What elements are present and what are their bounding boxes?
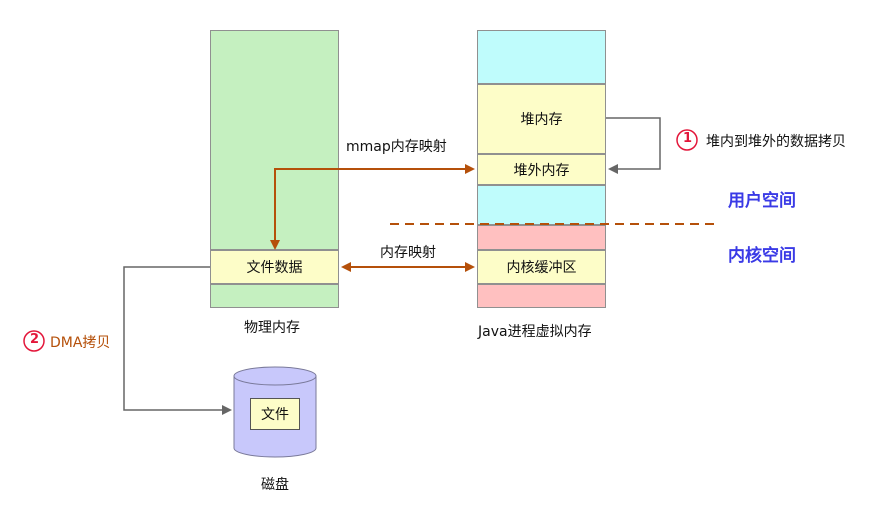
user-space-label: 用户空间	[728, 191, 796, 211]
disk-caption: 磁盘	[261, 477, 289, 493]
physical-memory-upper	[210, 30, 339, 250]
offheap-memory-label: 堆外内存	[513, 162, 570, 179]
step-1-number: 1	[683, 131, 693, 146]
kernel-buffer-label: 内核缓冲区	[506, 260, 577, 276]
step-2-number: 2	[30, 332, 40, 347]
memory-map-label: 内存映射	[380, 245, 436, 261]
heap-copy-arrow	[606, 117, 661, 174]
mmap-label: mmap内存映射	[346, 139, 447, 155]
step-1-text: 堆内到堆外的数据拷贝	[706, 134, 846, 150]
jvm-user-gap-segment	[477, 185, 606, 225]
jvm-top-segment	[477, 30, 606, 84]
file-data-block: 文件数据	[210, 250, 339, 284]
kernel-space-label: 内核空间	[728, 246, 796, 266]
file-data-label: 文件数据	[246, 260, 303, 276]
kernel-buffer-block: 内核缓冲区	[477, 250, 606, 284]
physical-memory-caption: 物理内存	[244, 320, 300, 336]
jvm-memory-caption: Java进程虚拟内存	[478, 324, 592, 340]
jvm-kernel-top-segment	[477, 225, 606, 250]
heap-memory-label: 堆内存	[520, 112, 563, 128]
physical-memory-lower	[210, 284, 339, 308]
jvm-kernel-bottom-segment	[477, 284, 606, 308]
offheap-memory-block: 堆外内存	[477, 154, 606, 185]
disk-file-block: 文件	[250, 398, 300, 430]
disk-file-label: 文件	[261, 407, 289, 423]
step-2-text: DMA拷贝	[50, 335, 111, 351]
heap-memory-block: 堆内存	[477, 84, 606, 154]
